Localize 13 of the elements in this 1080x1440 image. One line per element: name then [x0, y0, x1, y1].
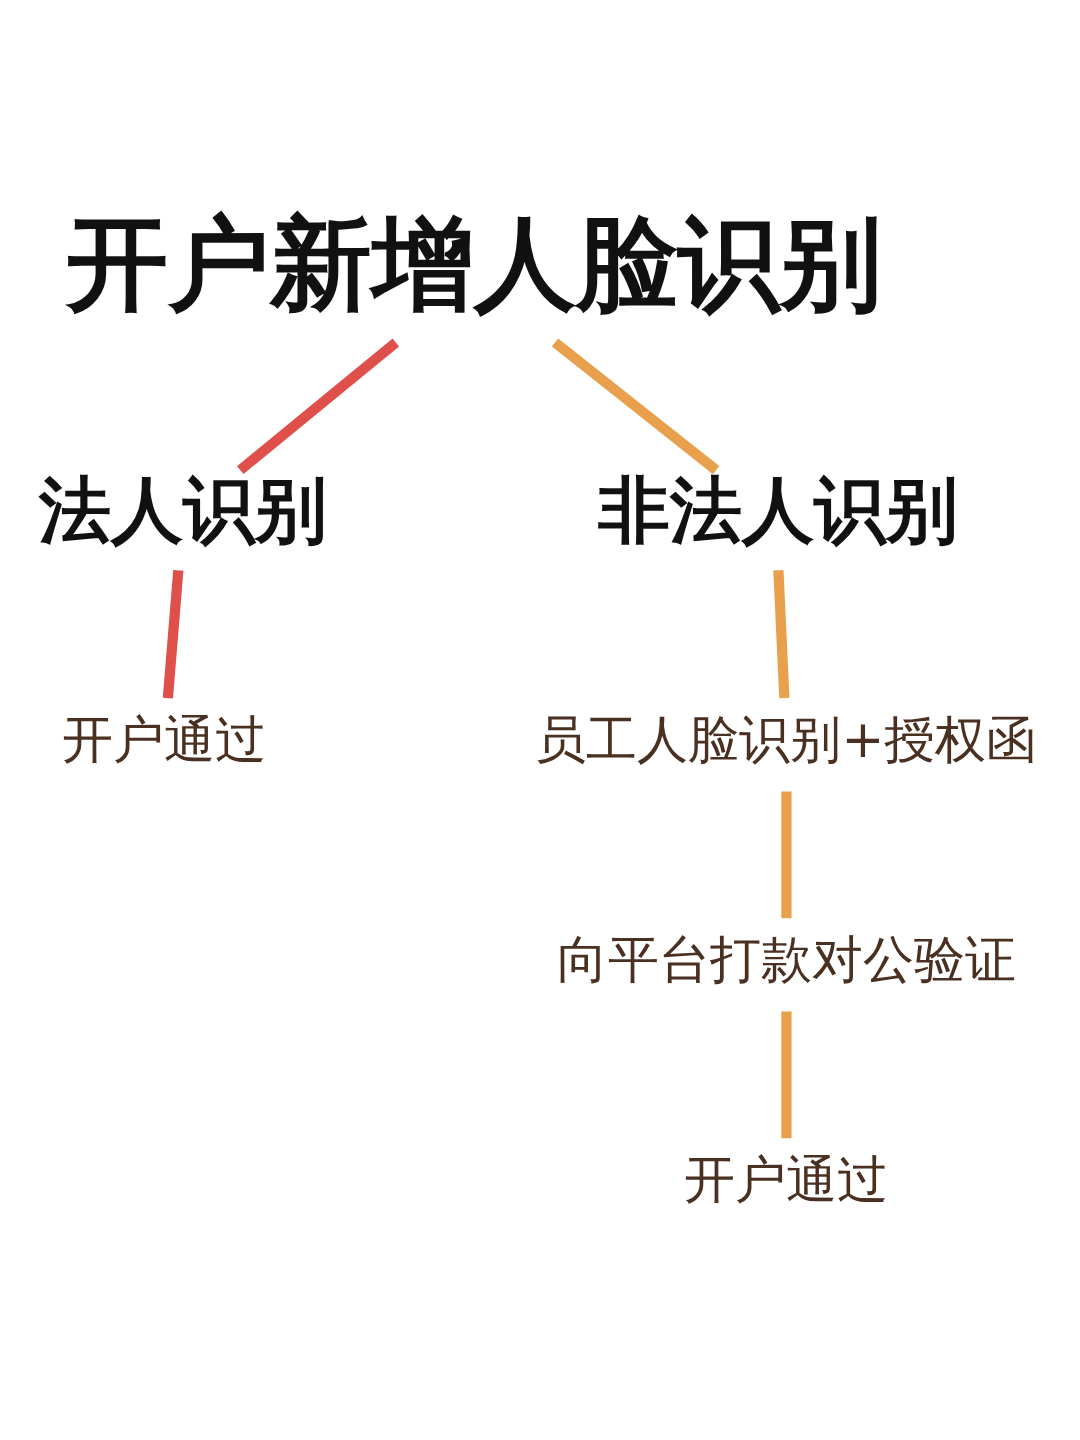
node-text: 开户新增人脸识别 [65, 203, 882, 323]
connector [162, 569, 184, 699]
node-text: 开户通过 [684, 1149, 889, 1210]
connector [551, 338, 720, 475]
node-text: 向平台打款对公验证 [556, 929, 1016, 990]
node-text: 员工人脸识别+授权函 [535, 709, 1038, 770]
node-text: 开户通过 [62, 709, 267, 770]
node-text: 法人识别 [38, 468, 327, 553]
connector [773, 570, 790, 699]
connector [781, 1011, 792, 1139]
connector [237, 338, 400, 475]
connector [781, 791, 792, 919]
node-text: 非法人识别 [598, 468, 959, 553]
